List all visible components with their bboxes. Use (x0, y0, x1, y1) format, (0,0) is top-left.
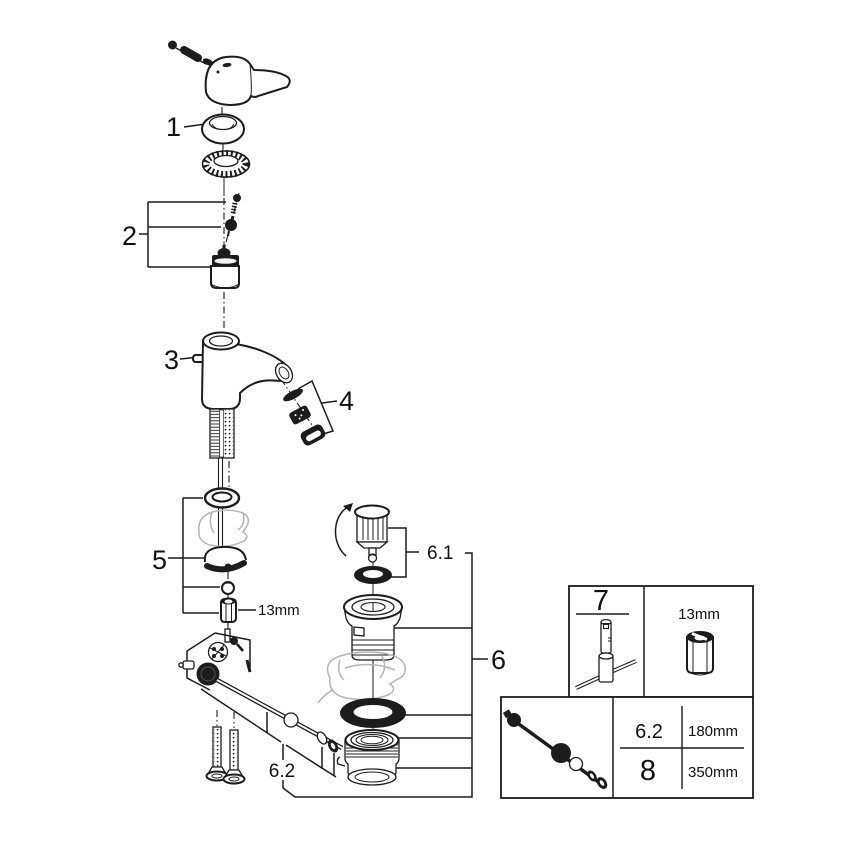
legend-tool-box: 7 13mm (568, 585, 754, 698)
legend-row-6-2-length: 180mm (688, 723, 738, 740)
callout-labels: 1 2 3 4 5 6 6.1 6.2 13mm (122, 112, 506, 782)
legend-row-8-length: 350mm (688, 764, 738, 781)
callout-brackets (139, 123, 488, 798)
faucet-body (191, 331, 294, 410)
lever-handle (202, 55, 291, 107)
pull-rod (196, 662, 344, 753)
nut-icon (686, 631, 714, 676)
legend-wrench-size-label: 13mm (678, 606, 720, 623)
drain-flange (343, 594, 403, 661)
aerator-housing (300, 424, 326, 446)
threaded-mounting-ring (201, 150, 251, 178)
cartridge (210, 245, 240, 289)
callout-4-label: 4 (339, 386, 354, 416)
escutcheon-ghost (198, 509, 250, 548)
legend-rod-box: 6.2 180mm 8 350mm (500, 696, 754, 799)
faucet-shank (209, 408, 235, 459)
legend-part-7-label: 7 (593, 585, 609, 617)
popup-plug (354, 504, 390, 563)
legend-row-6-2-number: 6.2 (635, 721, 663, 743)
ball-joint (221, 581, 235, 595)
construction-lines (216, 107, 374, 765)
retaining-clamp (203, 545, 247, 573)
cartridge-cap (225, 215, 237, 237)
callout-2-label: 2 (122, 221, 137, 251)
callout-3-label: 3 (164, 345, 179, 375)
cartridge-screw (230, 194, 241, 215)
mounting-bolts (205, 726, 246, 785)
callout-1-label: 1 (166, 112, 181, 142)
mounting-nut-13mm (220, 597, 237, 623)
legend-row-8-number: 8 (640, 755, 656, 787)
socket-wrench-icon (575, 618, 637, 690)
handle-fixing-screw (168, 40, 207, 65)
aerator-insert (289, 405, 311, 425)
callout-5-label: 5 (152, 545, 167, 575)
callout-6-label: 6 (491, 645, 506, 675)
drain-gasket (340, 698, 406, 728)
drain-body (336, 729, 400, 786)
cap-ring (201, 113, 245, 145)
drain-clip-ghost (317, 651, 407, 704)
aerator-seal (283, 388, 303, 402)
shank-o-ring (203, 487, 241, 509)
pull-rod-icon (502, 709, 608, 789)
rotation-arrow (334, 503, 353, 557)
callout-6-2-label: 6.2 (269, 761, 295, 782)
nut-size-label: 13mm (258, 602, 300, 619)
mounting-bracket (178, 628, 252, 691)
callout-6-1-label: 6.1 (427, 543, 453, 564)
plug-o-ring (354, 566, 392, 584)
